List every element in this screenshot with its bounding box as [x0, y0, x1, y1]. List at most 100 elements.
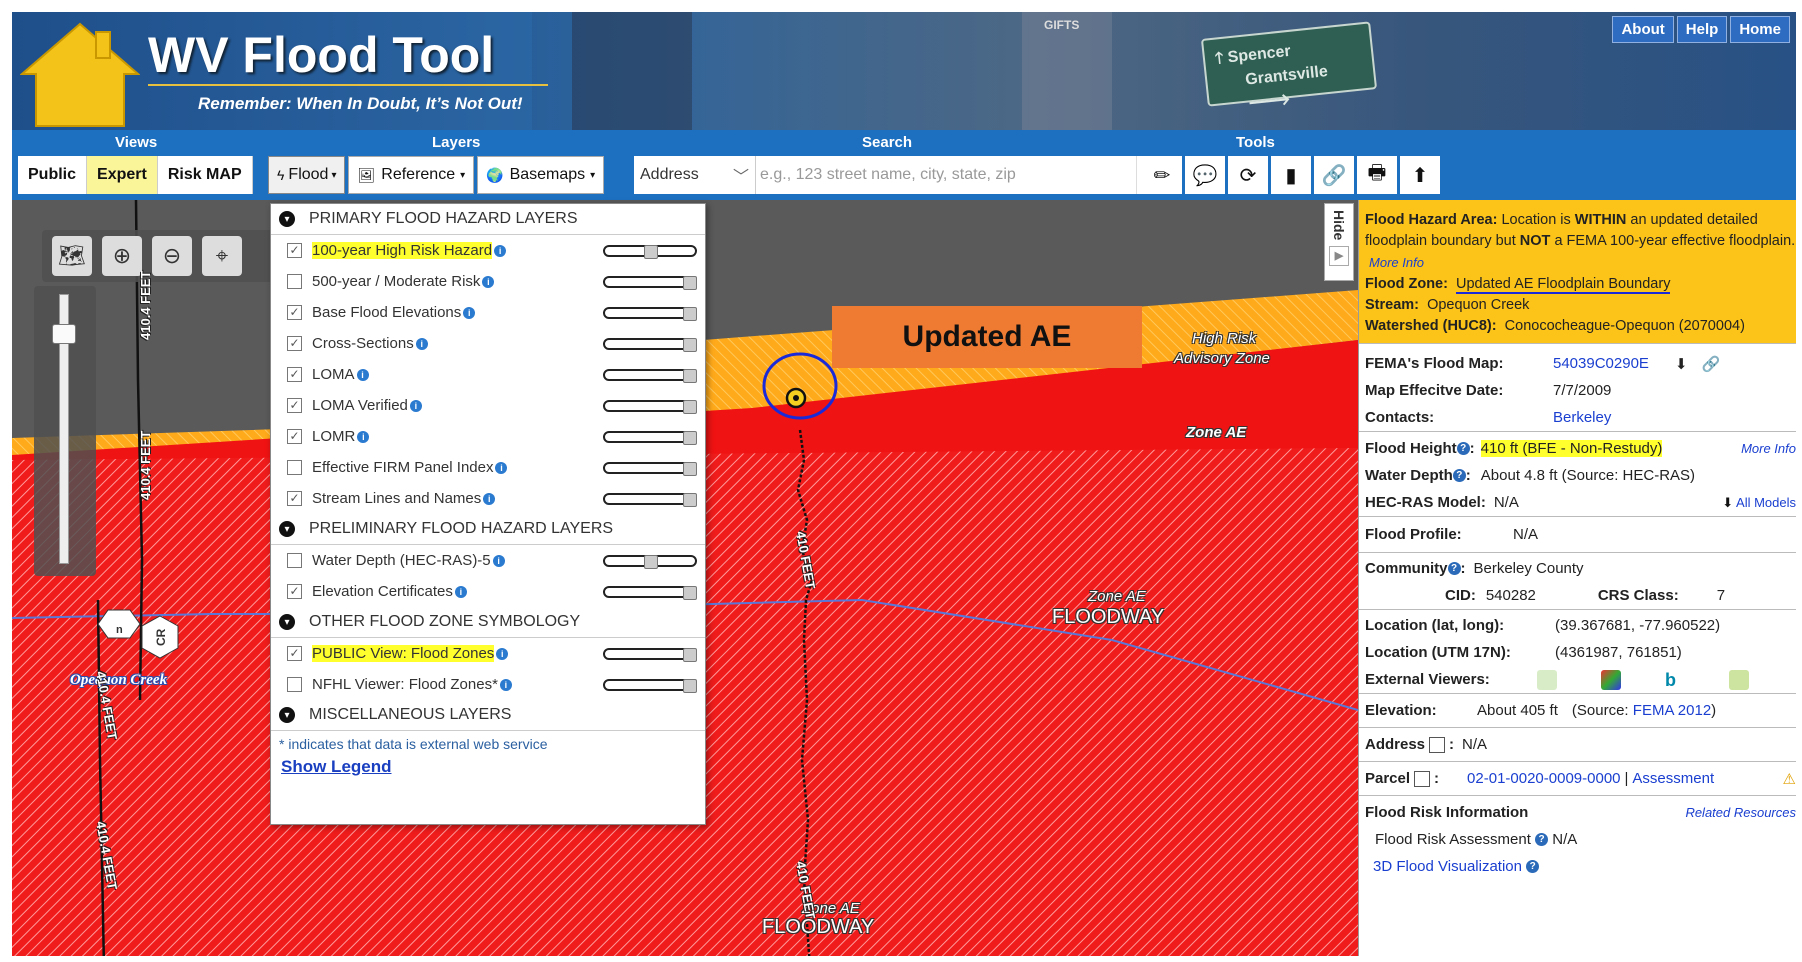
- opacity-slider-knob[interactable]: [683, 400, 697, 414]
- bing-icon[interactable]: b: [1665, 669, 1685, 690]
- view-riskmap-button[interactable]: Risk MAP: [157, 156, 253, 194]
- flood-height-more-info[interactable]: More Info: [1741, 441, 1796, 456]
- basemaps-dropdown-button[interactable]: 🌍 Basemaps ▾: [477, 156, 605, 194]
- info-icon[interactable]: i: [492, 554, 505, 567]
- opacity-slider-knob[interactable]: [683, 338, 697, 352]
- opacity-slider-knob[interactable]: [683, 462, 697, 476]
- hazard-more-info-link[interactable]: More Info: [1369, 255, 1424, 270]
- upload-tool-button[interactable]: ⬆: [1400, 156, 1440, 194]
- layer-checkbox[interactable]: [287, 274, 302, 289]
- layer-checkbox-checked[interactable]: ✓: [287, 646, 302, 661]
- home-link[interactable]: Home: [1730, 16, 1790, 43]
- parcel-checkbox[interactable]: [1414, 770, 1431, 787]
- opacity-slider[interactable]: [603, 586, 697, 600]
- wv-state-button[interactable]: 🗺: [52, 236, 92, 276]
- view-public-button[interactable]: Public: [18, 156, 88, 194]
- reference-dropdown-button[interactable]: 🖼 Reference ▾: [348, 156, 475, 194]
- locate-button[interactable]: ⌖: [202, 236, 242, 276]
- layer-label[interactable]: PUBLIC View: Flood Zones: [312, 645, 495, 662]
- layer-label[interactable]: LOMR: [312, 428, 356, 445]
- layer-label[interactable]: LOMA: [312, 366, 355, 383]
- search-input[interactable]: e.g., 123 street name, city, state, zip: [756, 156, 1136, 194]
- layer-label[interactable]: NFHL Viewer: Flood Zones*: [312, 676, 498, 693]
- help-icon[interactable]: ?: [1535, 833, 1549, 846]
- layer-label[interactable]: Elevation Certificates: [312, 583, 453, 600]
- info-icon[interactable]: i: [495, 461, 508, 474]
- zoom-out-button[interactable]: ⊖: [152, 236, 192, 276]
- all-models-link[interactable]: ⬇ All Models: [1722, 494, 1796, 510]
- opacity-slider[interactable]: [603, 400, 697, 414]
- opacity-slider-knob[interactable]: [683, 586, 697, 600]
- flood-dropdown-button[interactable]: ϟ Flood ▾: [268, 156, 346, 194]
- layer-label[interactable]: Cross-Sections: [312, 335, 414, 352]
- about-link[interactable]: About: [1612, 16, 1674, 43]
- layer-checkbox-checked[interactable]: ✓: [287, 367, 302, 382]
- layer-label[interactable]: 500-year / Moderate Risk: [312, 273, 481, 290]
- info-icon[interactable]: i: [499, 678, 512, 691]
- help-icon[interactable]: ?: [1526, 860, 1540, 873]
- contacts-link[interactable]: Berkeley: [1553, 409, 1612, 426]
- info-icon[interactable]: i: [454, 585, 467, 598]
- google-maps-icon[interactable]: [1537, 669, 1557, 690]
- zoom-track[interactable]: [59, 294, 69, 564]
- book-tool-button[interactable]: ▮: [1271, 156, 1311, 194]
- search-type-select[interactable]: Address ﹀: [634, 156, 756, 194]
- layer-label[interactable]: Stream Lines and Names: [312, 490, 482, 507]
- google-earth-icon[interactable]: [1601, 669, 1621, 690]
- layer-section-header[interactable]: ▾PRIMARY FLOOD HAZARD LAYERS: [271, 204, 705, 235]
- help-icon[interactable]: ?: [1447, 562, 1461, 575]
- opacity-slider[interactable]: [603, 493, 697, 507]
- layer-checkbox-checked[interactable]: ✓: [287, 398, 302, 413]
- comment-tool-button[interactable]: 💬: [1185, 156, 1225, 194]
- layer-checkbox-checked[interactable]: ✓: [287, 243, 302, 258]
- opacity-slider-knob[interactable]: [683, 679, 697, 693]
- refresh-tool-button[interactable]: ⟳: [1228, 156, 1268, 194]
- layer-label[interactable]: Effective FIRM Panel Index: [312, 459, 494, 476]
- layer-label[interactable]: Base Flood Elevations: [312, 304, 462, 321]
- opacity-slider[interactable]: [603, 369, 697, 383]
- opacity-slider[interactable]: [603, 338, 697, 352]
- layer-section-header[interactable]: ▾PRELIMINARY FLOOD HAZARD LAYERS: [271, 514, 705, 545]
- layer-label[interactable]: Water Depth (HEC-RAS)-5: [312, 552, 491, 569]
- hide-panel-tab[interactable]: Hide ▶: [1324, 203, 1354, 281]
- opacity-slider[interactable]: [603, 431, 697, 445]
- opacity-slider[interactable]: [603, 307, 697, 321]
- layer-section-header[interactable]: ▾OTHER FLOOD ZONE SYMBOLOGY: [271, 607, 705, 638]
- assessment-link[interactable]: Assessment: [1632, 770, 1715, 787]
- info-icon[interactable]: i: [357, 430, 370, 443]
- address-checkbox[interactable]: [1429, 736, 1446, 753]
- opacity-slider-knob[interactable]: [683, 648, 697, 662]
- zoom-in-button[interactable]: ⊕: [102, 236, 142, 276]
- opacity-slider-knob[interactable]: [683, 431, 697, 445]
- layer-checkbox-checked[interactable]: ✓: [287, 336, 302, 351]
- zoom-handle[interactable]: [52, 324, 76, 344]
- 3d-visualization-link[interactable]: 3D Flood Visualization: [1373, 858, 1522, 875]
- fema-map-link[interactable]: 54039C0290E: [1553, 355, 1649, 372]
- info-icon[interactable]: i: [483, 492, 496, 505]
- download-icon[interactable]: ⬇: [1674, 355, 1688, 373]
- zoom-slider[interactable]: [34, 286, 96, 576]
- draw-tool-button[interactable]: ✏: [1142, 156, 1182, 194]
- view-expert-button[interactable]: Expert: [87, 156, 158, 194]
- info-icon[interactable]: i: [494, 244, 507, 257]
- print-tool-button[interactable]: 🖶: [1357, 156, 1397, 194]
- info-icon[interactable]: i: [496, 647, 509, 660]
- opacity-slider-knob[interactable]: [644, 245, 658, 259]
- opacity-slider-knob[interactable]: [683, 493, 697, 507]
- info-icon[interactable]: i: [356, 368, 369, 381]
- layer-checkbox-checked[interactable]: ✓: [287, 491, 302, 506]
- layer-section-header[interactable]: ▾MISCELLANEOUS LAYERS: [271, 700, 705, 731]
- opacity-slider[interactable]: [603, 555, 697, 569]
- layer-checkbox-checked[interactable]: ✓: [287, 584, 302, 599]
- opacity-slider-knob[interactable]: [683, 276, 697, 290]
- layer-checkbox[interactable]: [287, 553, 302, 568]
- link-icon[interactable]: 🔗: [1701, 355, 1721, 373]
- info-icon[interactable]: i: [482, 275, 495, 288]
- help-link[interactable]: Help: [1676, 16, 1728, 43]
- layer-checkbox[interactable]: [287, 677, 302, 692]
- help-icon[interactable]: ?: [1456, 442, 1470, 455]
- parcel-link[interactable]: 02-01-0020-0009-0000: [1467, 770, 1621, 787]
- help-icon[interactable]: ?: [1452, 469, 1466, 482]
- layer-label[interactable]: 100-year High Risk Hazard: [312, 242, 493, 259]
- link-tool-button[interactable]: 🔗: [1314, 156, 1354, 194]
